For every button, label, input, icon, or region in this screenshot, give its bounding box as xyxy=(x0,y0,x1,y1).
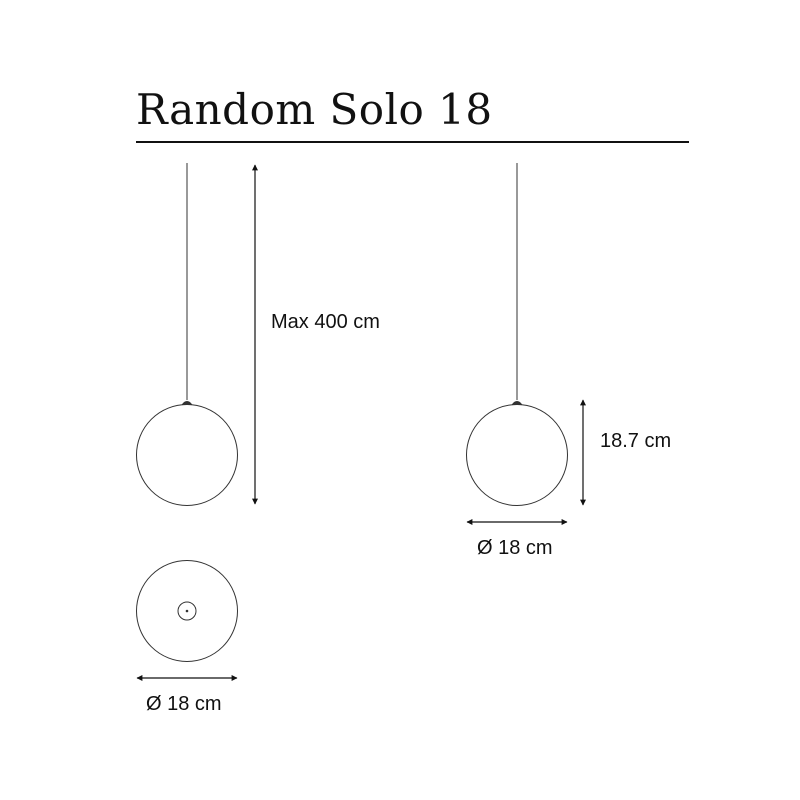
right-pendant-globe xyxy=(466,404,568,506)
top-view-globe xyxy=(136,560,238,662)
title-underline xyxy=(136,141,689,143)
height-label: 18.7 cm xyxy=(600,430,672,452)
product-title: Random Solo 18 xyxy=(136,85,493,134)
diameter-top-label: Ø 18 cm xyxy=(146,693,222,715)
max-length-label: Max 400 cm xyxy=(271,311,380,333)
left-pendant-globe xyxy=(136,404,238,506)
top-view xyxy=(136,560,238,662)
top-view-center-dot xyxy=(185,609,189,613)
left-pendant-view xyxy=(136,163,238,506)
top-view-opening xyxy=(177,601,197,621)
diameter-side-label: Ø 18 cm xyxy=(477,537,553,559)
right-pendant-view xyxy=(466,163,568,506)
